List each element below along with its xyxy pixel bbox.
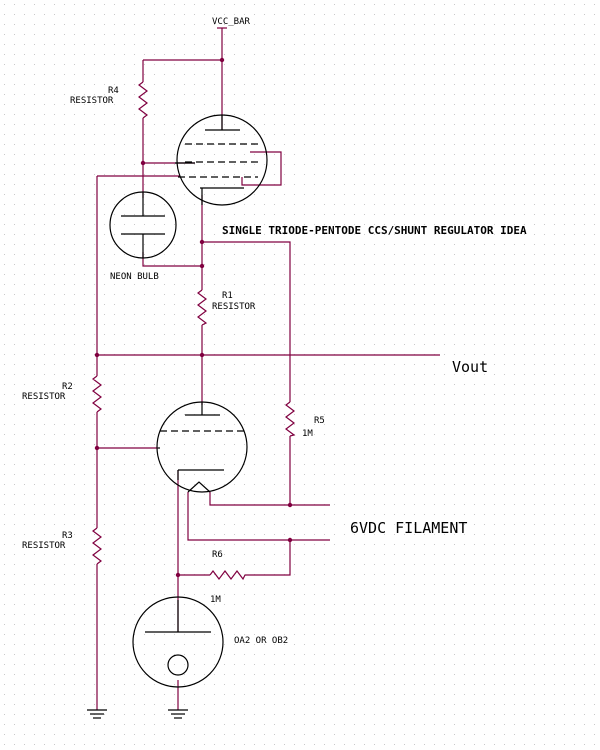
r2-type: RESISTOR: [22, 392, 66, 402]
resistor-r4: R4 RESISTOR: [70, 81, 148, 119]
pentode-tube: [175, 114, 268, 206]
neon-bulb: NEON BULB: [109, 191, 177, 282]
r1-type: RESISTOR: [212, 302, 256, 312]
neon-label: NEON BULB: [110, 272, 159, 282]
schematic-title: SINGLE TRIODE-PENTODE CCS/SHUNT REGULATO…: [222, 224, 527, 237]
regulator-tube-label: OA2 OR OB2: [234, 636, 288, 646]
r3-ref: R3: [62, 531, 73, 541]
r4-type: RESISTOR: [70, 96, 114, 106]
junctions: [94, 57, 293, 578]
r1-ref: R1: [222, 291, 233, 301]
resistor-r6: R6 1M: [209, 550, 246, 605]
resistor-r2: R2 RESISTOR: [22, 375, 102, 413]
ground-symbol-right: [168, 709, 188, 719]
r2-ref: R2: [62, 382, 73, 392]
r6-ref: R6: [212, 550, 223, 560]
r5-value: 1M: [302, 429, 313, 439]
ground-symbol-left: [87, 709, 107, 719]
r3-type: RESISTOR: [22, 541, 66, 551]
resistor-r3: R3 RESISTOR: [22, 527, 102, 565]
vcc-terminal: VCC_BAR: [212, 17, 251, 29]
supply-label: VCC_BAR: [212, 17, 251, 27]
r4-ref: R4: [108, 86, 119, 96]
triode-tube: [156, 401, 248, 493]
filament-label: 6VDC FILAMENT: [350, 519, 467, 537]
regulator-tube: OA2 OR OB2: [132, 596, 288, 688]
r5-ref: R5: [314, 416, 325, 426]
r6-value: 1M: [210, 595, 221, 605]
resistor-r1: R1 RESISTOR: [197, 289, 256, 326]
resistor-r5: R5 1M: [285, 401, 325, 439]
vout-label: Vout: [452, 358, 488, 376]
